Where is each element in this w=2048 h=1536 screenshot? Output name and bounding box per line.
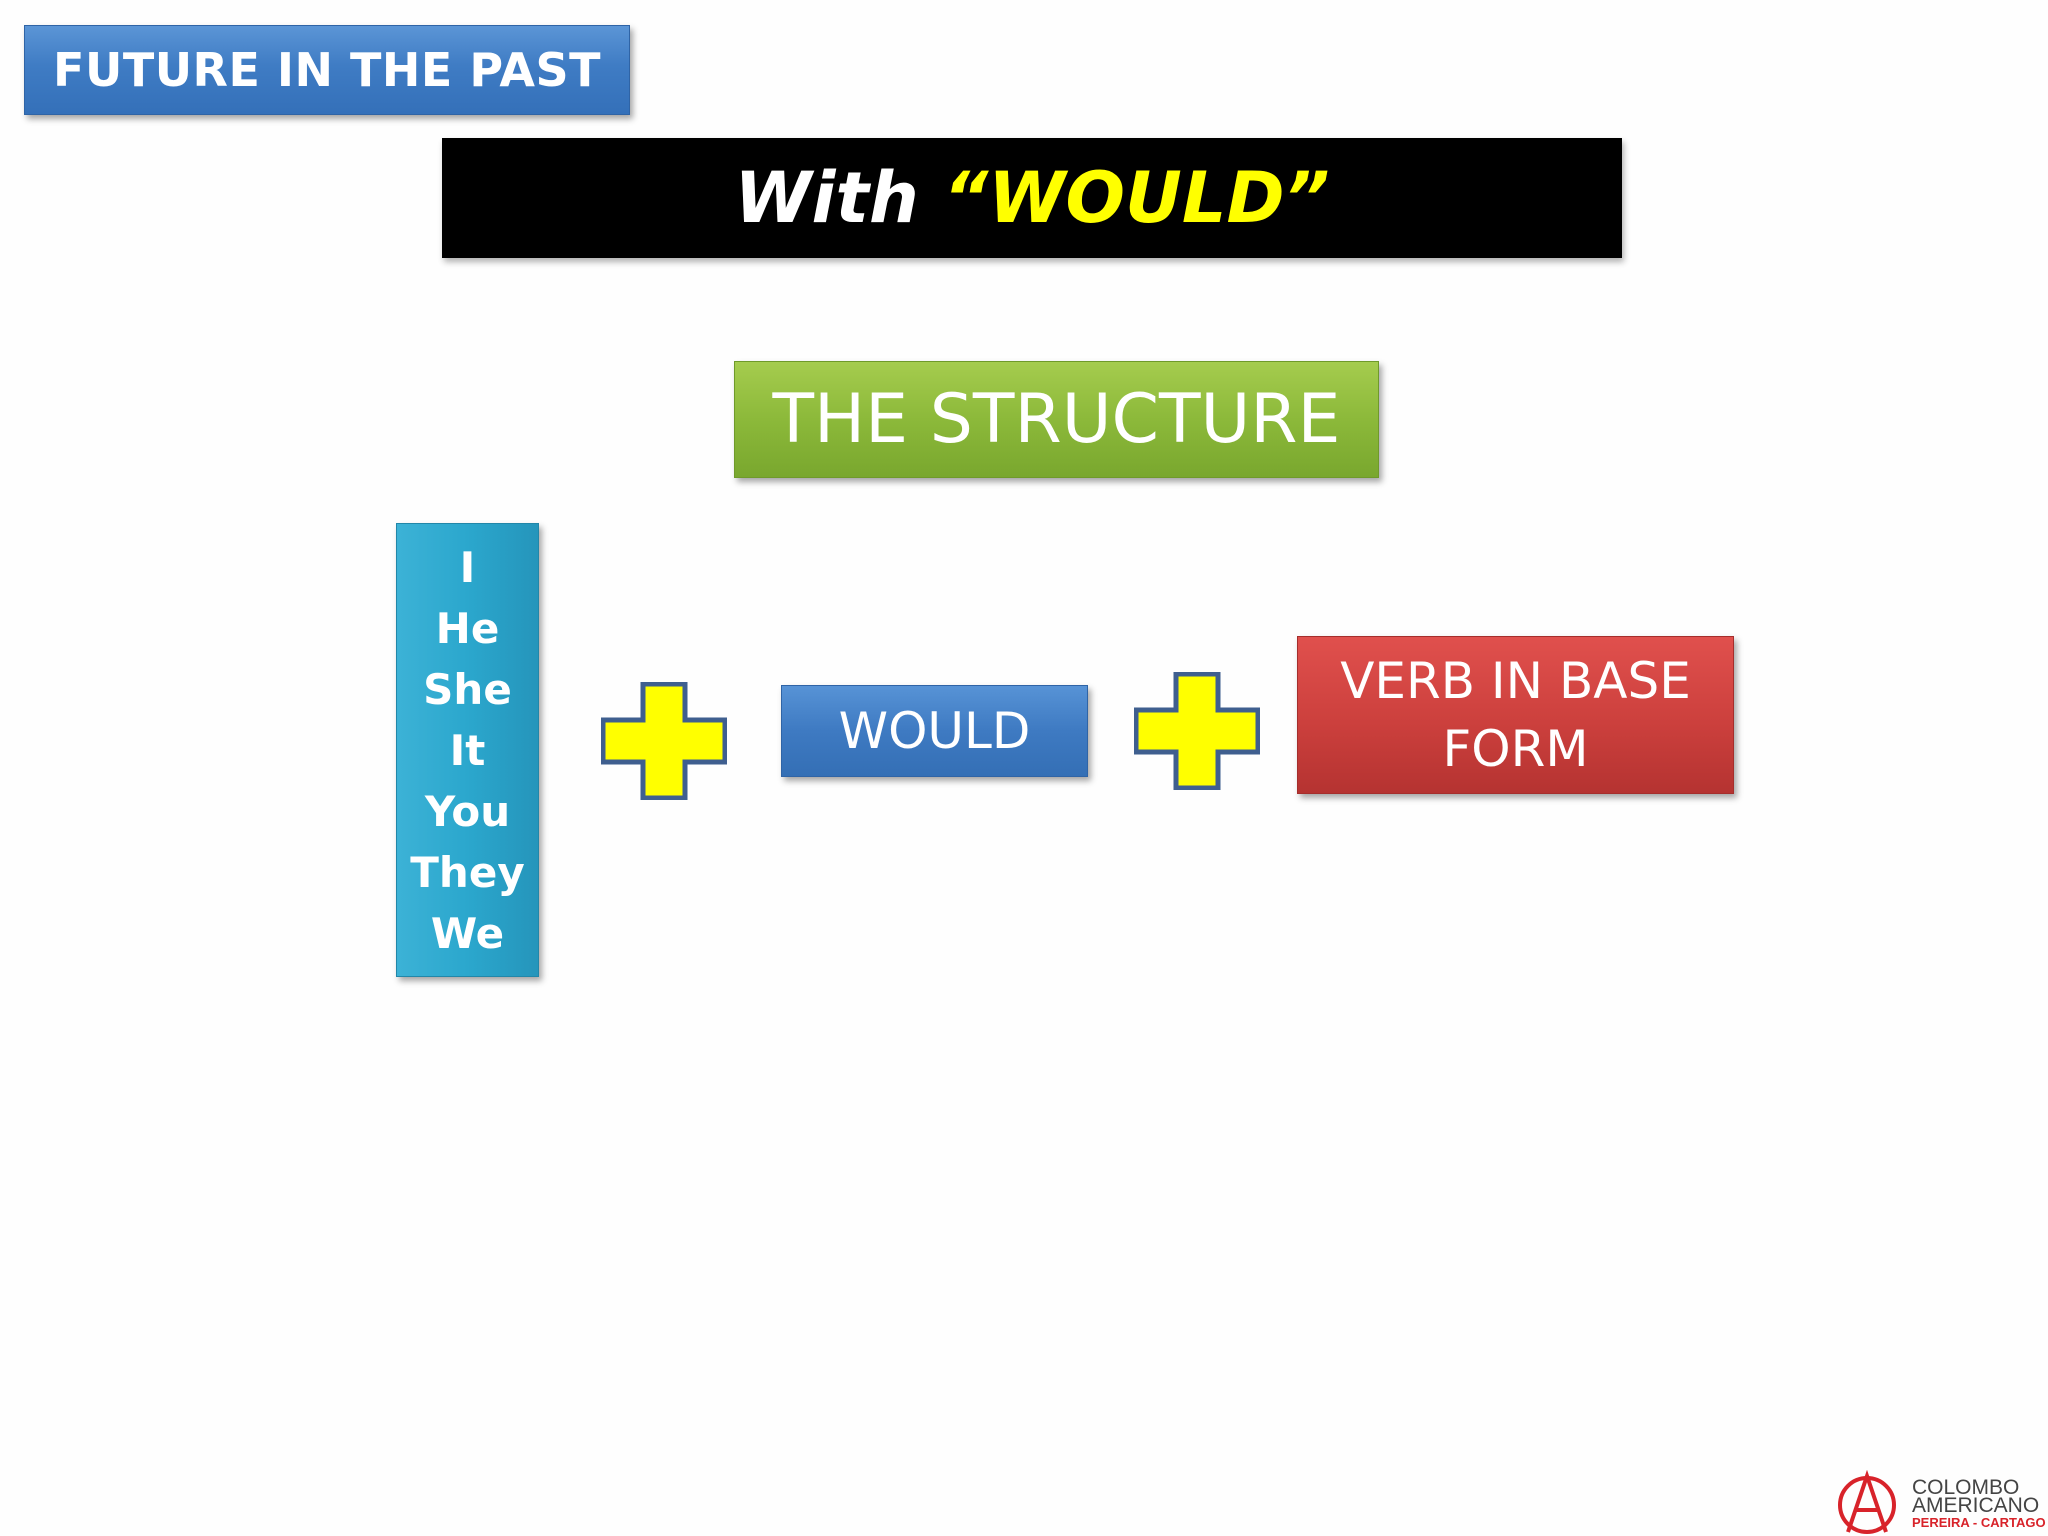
pronoun-item: We bbox=[430, 908, 505, 958]
pronoun-item: He bbox=[435, 603, 500, 653]
subtitle-bar: With “WOULD” bbox=[442, 138, 1622, 258]
topic-label-text: FUTURE IN THE PAST bbox=[53, 43, 601, 97]
logo-line-1: COLOMBO bbox=[1912, 1476, 2020, 1499]
plus-icon bbox=[1134, 672, 1260, 790]
logo-emblem-icon bbox=[1838, 1470, 1896, 1534]
topic-label: FUTURE IN THE PAST bbox=[24, 25, 630, 115]
pronoun-column: I He She It You They We bbox=[396, 523, 539, 977]
pronoun-item: I bbox=[459, 542, 476, 592]
pronoun-item: She bbox=[423, 664, 512, 714]
structure-label-text: THE STRUCTURE bbox=[772, 380, 1341, 459]
logo-line-3: PEREIRA - CARTAGO bbox=[1912, 1515, 2046, 1530]
subtitle-prefix: With bbox=[734, 157, 944, 239]
verb-base-form-box: VERB IN BASE FORM bbox=[1297, 636, 1734, 794]
structure-label: THE STRUCTURE bbox=[734, 361, 1379, 478]
subtitle-highlight: “WOULD” bbox=[943, 157, 1330, 239]
verb-text-line-2: FORM bbox=[1442, 720, 1589, 778]
pronoun-item: They bbox=[410, 847, 525, 897]
logo-line-2: AMERICANO bbox=[1912, 1494, 2040, 1517]
auxiliary-text: WOULD bbox=[838, 702, 1031, 760]
verb-text-line-1: VERB IN BASE bbox=[1340, 652, 1691, 710]
pronoun-item: It bbox=[449, 725, 486, 775]
plus-icon bbox=[601, 682, 727, 800]
pronoun-item: You bbox=[424, 786, 511, 836]
colombo-americano-logo: COLOMBO AMERICANO PEREIRA - CARTAGO bbox=[1830, 1466, 2048, 1536]
auxiliary-would-box: WOULD bbox=[781, 685, 1088, 777]
